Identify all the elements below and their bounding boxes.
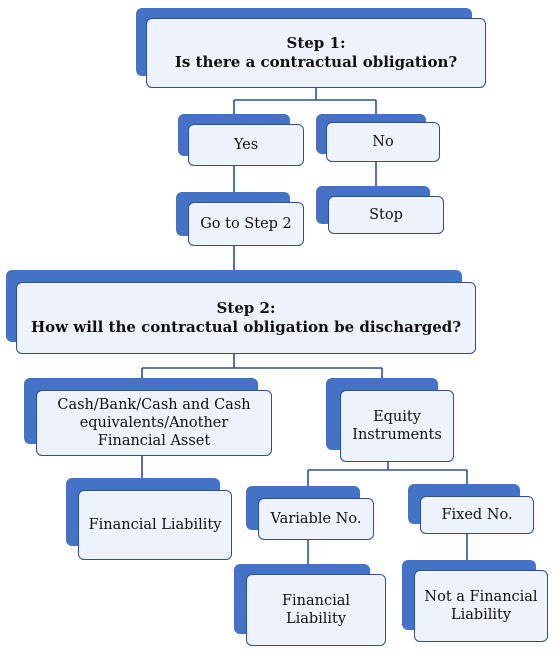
step2-box: Step 2: How will the contractual obligat… bbox=[16, 282, 476, 354]
step2-question: How will the contractual obligation be d… bbox=[30, 318, 462, 336]
no-label: No bbox=[372, 133, 394, 150]
step1-box: Step 1: Is there a contractual obligatio… bbox=[146, 18, 486, 88]
financial-liability-1-box: Financial Liability bbox=[78, 490, 232, 560]
equity-box: Equity Instruments bbox=[340, 390, 454, 462]
financial-liability-2-line2: Liability bbox=[285, 611, 347, 627]
variable-box: Variable No. bbox=[258, 498, 374, 540]
step1-question: Is there a contractual obligation? bbox=[174, 53, 458, 71]
fixed-box: Fixed No. bbox=[420, 496, 534, 534]
not-financial-liability-line1: Not a Financial bbox=[424, 588, 538, 605]
yes-label: Yes bbox=[233, 136, 259, 153]
not-financial-liability-line2: Liability bbox=[450, 607, 512, 623]
financial-liability-1-label: Financial Liability bbox=[88, 516, 222, 533]
cash-line3: Financial Asset bbox=[97, 433, 211, 450]
cash-box: Cash/Bank/Cash and Cash equivalents/Anot… bbox=[36, 390, 272, 456]
yes-box: Yes bbox=[188, 124, 304, 166]
no-box: No bbox=[326, 122, 440, 162]
stop-box: Stop bbox=[328, 196, 444, 234]
stop-label: Stop bbox=[369, 206, 403, 223]
go-step2-box: Go to Step 2 bbox=[188, 202, 304, 246]
cash-line2: equivalents/Another bbox=[79, 414, 229, 431]
step2-title: Step 2: bbox=[216, 299, 276, 318]
equity-line1: Equity bbox=[373, 408, 421, 425]
not-financial-liability-box: Not a Financial Liability bbox=[414, 570, 548, 642]
go-step2-label: Go to Step 2 bbox=[200, 215, 292, 232]
equity-line2: Instruments bbox=[352, 427, 442, 443]
variable-label: Variable No. bbox=[270, 510, 362, 527]
fixed-label: Fixed No. bbox=[441, 506, 513, 523]
step1-title: Step 1: bbox=[286, 34, 346, 53]
cash-line1: Cash/Bank/Cash and Cash bbox=[57, 396, 251, 413]
financial-liability-2-box: Financial Liability bbox=[246, 574, 386, 646]
financial-liability-2-line1: Financial bbox=[281, 592, 351, 609]
